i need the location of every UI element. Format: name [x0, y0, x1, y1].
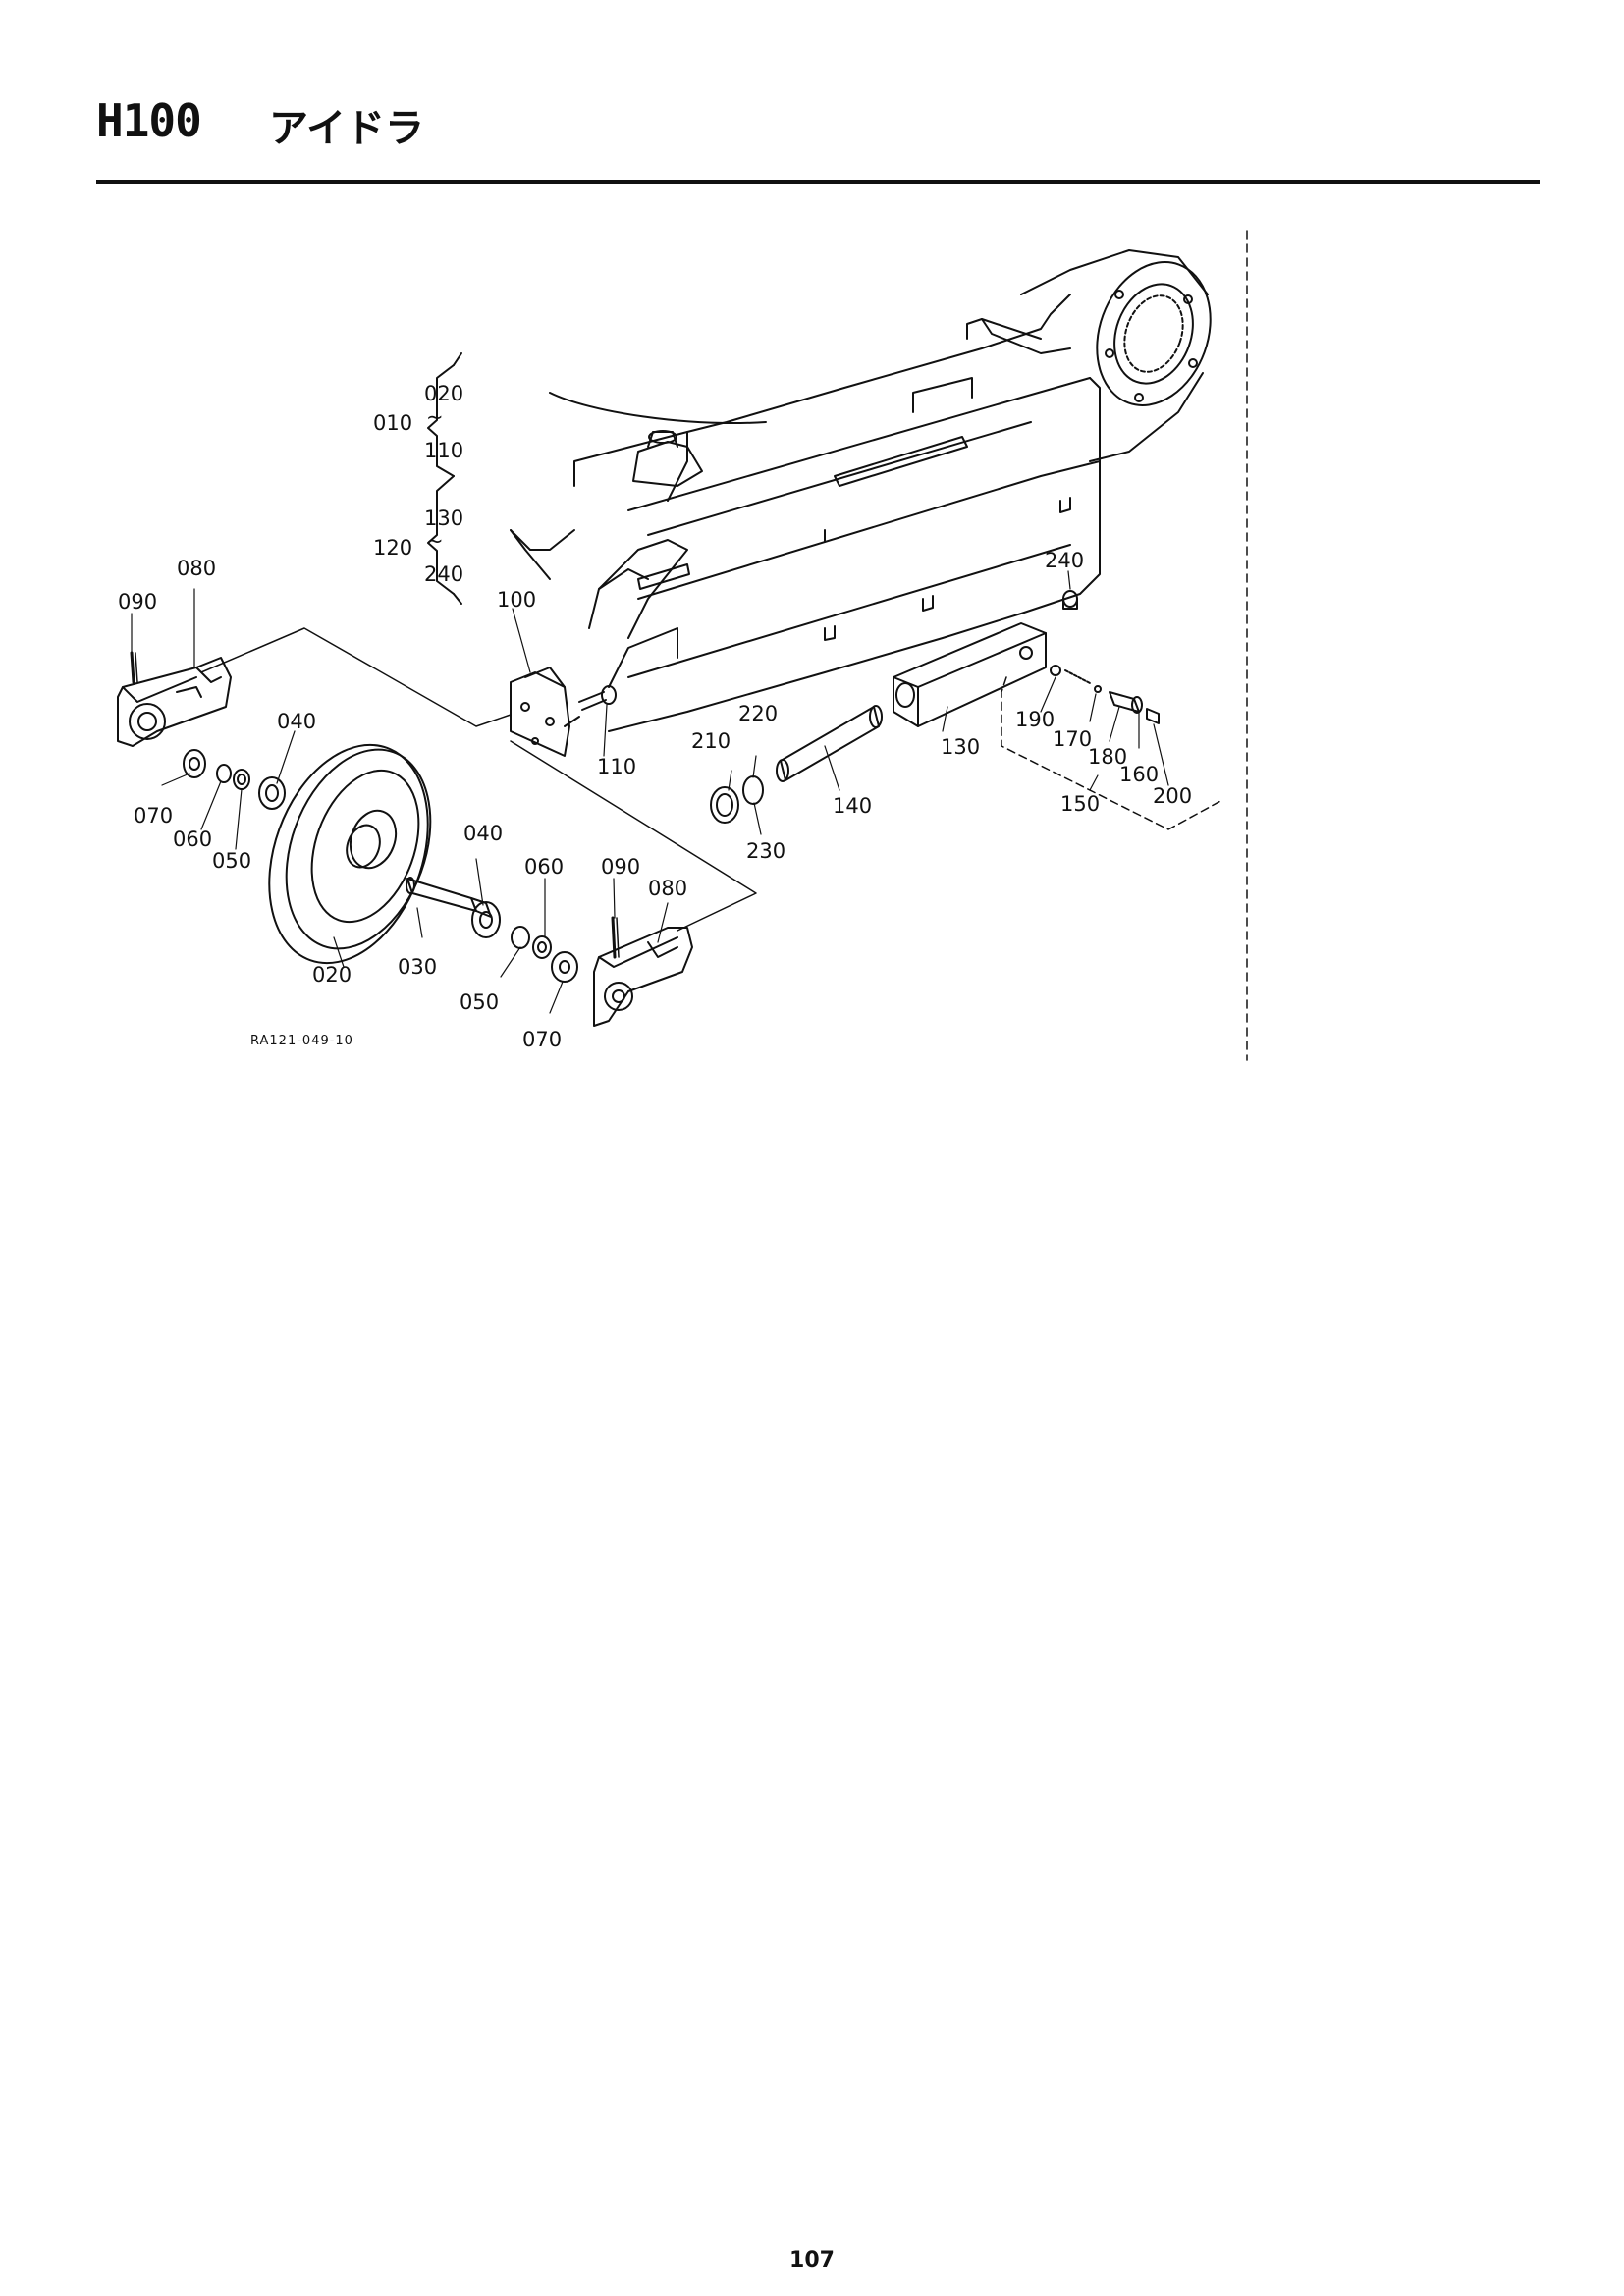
page-number: 107 [789, 2248, 835, 2272]
callout-010-to: 110 [424, 439, 463, 462]
callout-150: 150 [1060, 792, 1100, 816]
tension-cylinder-drawing [710, 590, 1223, 830]
right-idler-bracket-drawing [593, 916, 693, 1027]
callout-050-left: 050 [212, 849, 251, 873]
callout-010-from: 020 [424, 382, 463, 405]
callout-040-left: 040 [277, 710, 316, 733]
right-bearing-set-drawing [471, 901, 578, 983]
leader-lines [131, 570, 1169, 1014]
callout-170: 170 [1053, 727, 1092, 751]
callout-090-right: 090 [601, 855, 640, 879]
diagram-canvas: 010 020 ~ 110 120 130 ~ 240 080 090 040 … [117, 230, 1248, 1061]
callout-030: 030 [398, 955, 437, 979]
track-frame-drawing [510, 249, 1212, 732]
group-bracket-drawing [427, 352, 462, 605]
callout-060-left: 060 [173, 828, 212, 851]
callout-180: 180 [1088, 745, 1127, 769]
callout-120-from: 130 [424, 507, 463, 530]
callout-120-to: 240 [424, 562, 463, 586]
left-idler-bracket-drawing [117, 651, 232, 747]
callout-010: 010 [373, 411, 412, 435]
callout-040-right: 040 [463, 822, 503, 845]
callout-140: 140 [833, 794, 872, 818]
callout-020: 020 [312, 963, 352, 987]
callout-240: 240 [1045, 549, 1084, 572]
callout-160: 160 [1119, 763, 1159, 786]
callout-110: 110 [597, 755, 636, 778]
callout-100: 100 [497, 588, 536, 612]
assembly-lines-drawing [200, 627, 757, 932]
callout-120: 120 [373, 536, 412, 560]
idler-shaft-drawing [406, 877, 492, 918]
yoke-plate-drawing [510, 667, 617, 757]
callout-080-right: 080 [648, 877, 687, 900]
callout-090-left: 090 [118, 590, 157, 614]
callout-220: 220 [738, 702, 778, 725]
idler-exploded-diagram: 010 020 ~ 110 120 130 ~ 240 080 090 040 … [0, 0, 1624, 1099]
callout-080-left: 080 [177, 557, 216, 580]
callout-130: 130 [941, 735, 980, 759]
callout-210: 210 [691, 729, 731, 753]
callout-070-left: 070 [134, 804, 173, 828]
left-bearing-set-drawing [183, 749, 286, 810]
callout-labels: 010 020 ~ 110 120 130 ~ 240 080 090 040 … [118, 382, 1192, 1051]
section-code: H100 [96, 94, 202, 147]
callout-050-right: 050 [460, 990, 499, 1014]
drawing-reference: RA121-049-10 [250, 1034, 353, 1048]
callout-200: 200 [1153, 784, 1192, 808]
callout-010-tilde: ~ [426, 405, 444, 429]
header-rule [96, 180, 1540, 184]
callout-070-right: 070 [522, 1028, 562, 1051]
idler-wheel-drawing [268, 743, 432, 965]
section-title: アイドラ [269, 106, 424, 151]
callout-060-right: 060 [524, 855, 564, 879]
page-header: H100 アイドラ [96, 94, 1540, 183]
callout-230: 230 [746, 839, 785, 863]
callout-190: 190 [1015, 708, 1055, 731]
callout-120-tilde: ~ [426, 529, 444, 553]
